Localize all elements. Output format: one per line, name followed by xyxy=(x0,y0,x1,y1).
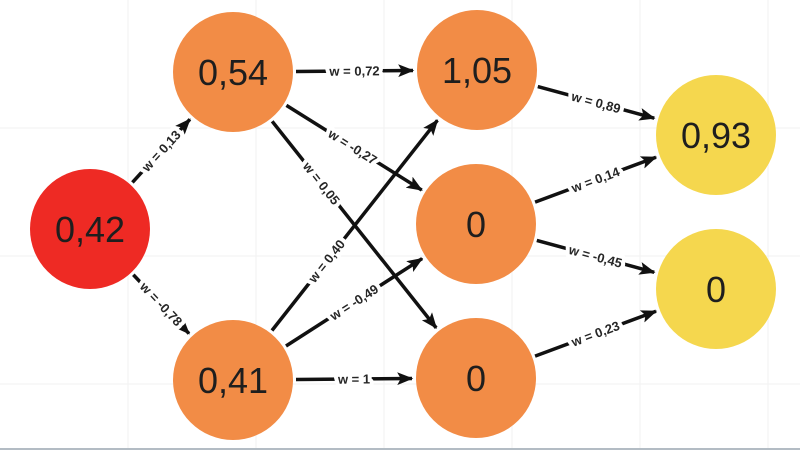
edge-hidden1-2-hidden2-2 xyxy=(285,257,424,348)
edge-weight-input-1-hidden1-1: w = 0,13 xyxy=(138,127,184,175)
nodes-group: 0,42 0,54 0,41 1,05 0 0 0,93 0 xyxy=(30,10,776,440)
node-hidden2-2 xyxy=(416,164,536,284)
edge-hidden2-2-output-2 xyxy=(536,238,656,275)
edge-weight-hidden1-1-hidden2-1: w = 0,72 xyxy=(328,63,379,78)
node-value-hidden1-1: 0,54 xyxy=(198,52,268,93)
edge-weight-hidden2-3-output-2: w = 0,23 xyxy=(568,318,621,350)
edge-hidden2-1-output-1 xyxy=(537,84,656,121)
node-output-2 xyxy=(656,229,776,349)
edge-input-1-hidden1-1 xyxy=(131,118,192,184)
edge-hidden1-1-hidden2-2 xyxy=(285,103,423,192)
edge-weight-hidden1-1-hidden2-2: w = -0,27 xyxy=(325,126,380,168)
node-input-1 xyxy=(30,169,150,289)
node-value-hidden2-3: 0 xyxy=(466,358,486,399)
edge-hidden1-1-hidden2-1 xyxy=(295,64,415,78)
edge-weight-hidden1-2-hidden2-1: w = 0,40 xyxy=(305,237,348,287)
edge-weight-hidden2-2-output-1: w = 0,14 xyxy=(568,164,622,196)
node-output-1 xyxy=(656,75,776,195)
edge-weight-hidden1-2-hidden2-3: w = 1 xyxy=(337,371,370,386)
edge-weight-hidden1-1-hidden2-3: w = 0,05 xyxy=(299,158,343,207)
edges-group xyxy=(131,64,658,386)
edge-weight-hidden2-2-output-2: w = -0,45 xyxy=(566,242,624,271)
node-value-hidden2-2: 0 xyxy=(466,204,486,245)
edge-input-1-hidden1-2 xyxy=(132,273,191,335)
node-value-hidden2-1: 1,05 xyxy=(442,50,512,91)
node-hidden2-1 xyxy=(417,10,537,130)
node-value-output-2: 0 xyxy=(706,269,726,310)
node-value-hidden1-2: 0,41 xyxy=(198,360,268,401)
node-hidden1-1 xyxy=(173,12,293,132)
edge-hidden1-2-hidden2-1 xyxy=(270,119,439,332)
node-hidden1-2 xyxy=(173,320,293,440)
edge-weight-input-1-hidden1-2: w = -0,78 xyxy=(136,278,185,329)
edge-hidden1-2-hidden2-3 xyxy=(295,372,414,386)
node-value-input-1: 0,42 xyxy=(55,209,125,250)
edge-weight-hidden1-2-hidden2-2: w = -0,49 xyxy=(326,281,381,324)
edge-hidden2-2-output-1 xyxy=(534,155,658,204)
edge-weight-hidden2-1-output-1: w = 0,89 xyxy=(569,88,622,116)
node-hidden2-3 xyxy=(416,318,536,438)
edge-hidden2-3-output-2 xyxy=(534,309,658,358)
node-value-output-1: 0,93 xyxy=(681,115,751,156)
